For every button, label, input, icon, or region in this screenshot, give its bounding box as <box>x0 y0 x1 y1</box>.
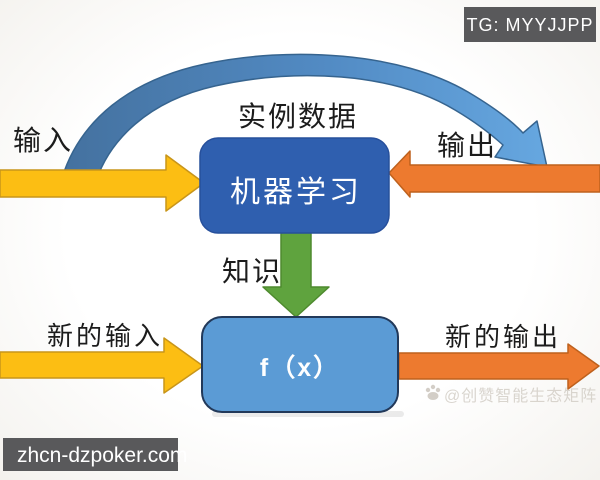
watermark: @创赞智能生态矩阵 <box>425 384 597 405</box>
fx-label: f（x） <box>260 353 340 382</box>
input-arrow <box>0 154 205 212</box>
site-badge-label: zhcn-dzpoker.com <box>17 444 187 467</box>
new-output-label: 新的输出 <box>445 322 561 352</box>
machine-learning-box <box>199 137 390 234</box>
knowledge-label: 知识 <box>222 256 282 287</box>
watermark-text: @创赞智能生态矩阵 <box>444 387 597 405</box>
fx-box <box>201 316 399 413</box>
output-arrow <box>388 150 600 198</box>
tg-badge: TG: MYYJJPP <box>464 7 596 42</box>
machine-learning-label: 机器学习 <box>230 176 362 209</box>
instance-data-label: 实例数据 <box>238 101 358 132</box>
new-output-arrow <box>398 343 600 390</box>
feedback-curve-arrow <box>61 53 548 182</box>
new-input-label: 新的输入 <box>47 321 163 351</box>
knowledge-arrow <box>262 229 330 318</box>
site-badge: zhcn-dzpoker.com <box>3 438 187 471</box>
input-label: 输入 <box>13 125 73 156</box>
new-input-arrow <box>0 337 204 394</box>
output-label: 输出 <box>437 130 497 161</box>
site-badge-background <box>3 438 178 471</box>
watermark-logo-icon <box>425 384 441 400</box>
tg-badge-label: TG: MYYJJPP <box>466 15 593 35</box>
tg-badge-background <box>464 7 596 42</box>
